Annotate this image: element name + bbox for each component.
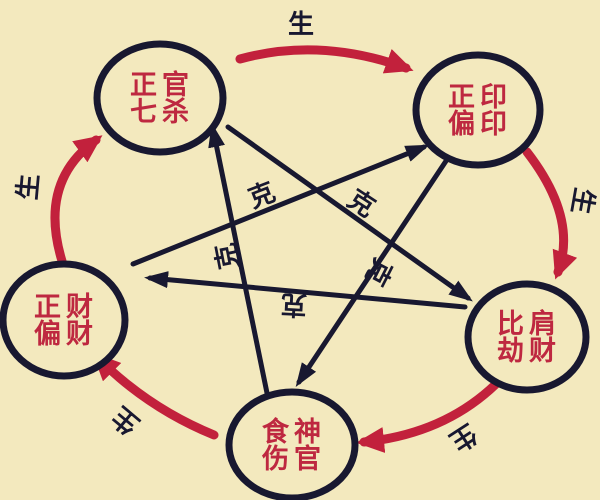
overcome-arrow-yin-to-shi xyxy=(295,155,451,387)
node-label-shishen-shangguan: 食神 伤官 xyxy=(261,416,326,475)
node-circles-group xyxy=(0,40,590,500)
node-label-line: 劫财 xyxy=(497,336,561,367)
generate-arrow-guan-to-yin xyxy=(235,45,414,74)
node-label-line: 偏印 xyxy=(448,109,512,140)
overcome-label-left: 克 xyxy=(211,240,245,271)
overcome-arrow-bi-to-cai xyxy=(144,271,468,310)
overcome-arrow-shi-to-guan xyxy=(208,123,270,396)
node-label-line: 比肩 xyxy=(497,308,561,340)
generate-label-left: 生 xyxy=(13,173,45,202)
node-label-zhengyin-pianyin: 正印 偏印 xyxy=(448,82,512,140)
generate-arrow-cai-to-guan xyxy=(50,135,103,266)
overcome-arrow-guan-to-bi xyxy=(225,124,473,302)
generate-label-right: 生 xyxy=(565,186,599,217)
overcome-arrow-cai-to-yin xyxy=(130,144,430,267)
node-labels-group: 正官 七杀 正印 偏印 比肩 劫财 食神 伤官 正财 偏财 xyxy=(34,69,561,475)
node-label-zhengcai-piancai: 正财 偏财 xyxy=(34,292,98,350)
generate-arrow-bi-to-shi xyxy=(356,379,501,453)
node-label-line: 正官 xyxy=(130,69,194,101)
node-label-line: 偏财 xyxy=(34,319,98,350)
overcome-arrows-group xyxy=(130,123,473,396)
generate-arrow-yin-to-bi xyxy=(522,147,578,280)
overcome-label-bottom: 克 xyxy=(280,288,308,319)
node-circle-shishen-shangguan xyxy=(225,388,359,500)
generate-arrow-shi-to-cai xyxy=(92,352,219,440)
node-circle-zhengcai-piancai xyxy=(0,260,129,380)
node-circle-zhengguan-qisha xyxy=(93,40,227,156)
node-label-bijian-jiecai: 比肩 劫财 xyxy=(497,308,561,367)
node-circle-zhengyin-pianyin xyxy=(412,51,544,169)
generate-arrows-group xyxy=(50,45,578,453)
node-label-zhengguan-qisha: 正官 七杀 xyxy=(130,69,194,128)
node-label-line: 食神 xyxy=(262,416,326,448)
node-label-line: 正财 xyxy=(34,292,98,323)
node-circle-bijian-jiecai xyxy=(464,280,590,394)
node-label-line: 七杀 xyxy=(130,96,194,128)
node-label-line: 伤官 xyxy=(261,443,326,475)
generate-label-top: 生 xyxy=(288,10,314,40)
node-label-line: 正印 xyxy=(448,82,512,113)
